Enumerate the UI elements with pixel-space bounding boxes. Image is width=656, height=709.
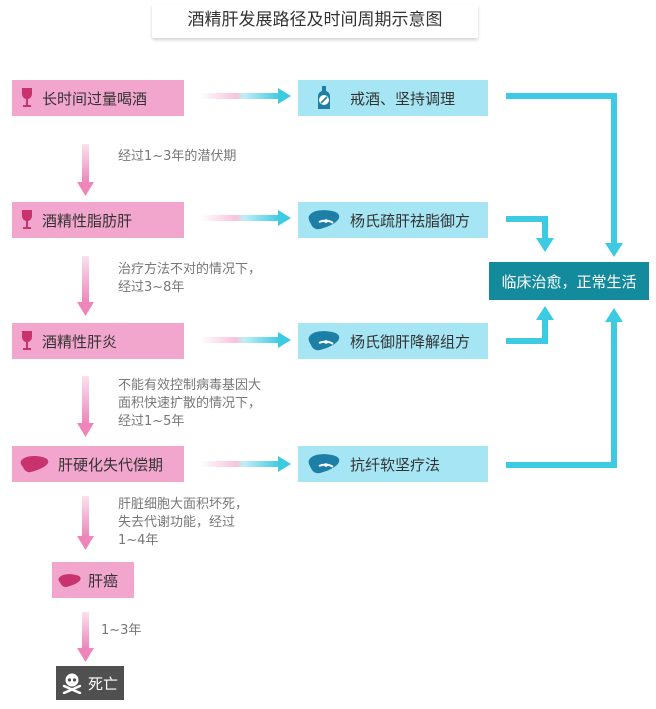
outcome-connector-bottom-inner <box>506 306 554 344</box>
wine-glass-icon <box>12 202 42 238</box>
treatment-arrow-1 <box>200 88 291 104</box>
stage-decompensated-cirrhosis: 肝硬化失代偿期 <box>12 446 184 482</box>
skull-crossbones-icon <box>56 666 88 700</box>
diagram-title: 酒精肝发展路径及时间周期示意图 <box>152 4 478 38</box>
timing-note-2: 治疗方法不对的情况下， 经过3~8年 <box>118 261 261 297</box>
outcome-connector-top-outer <box>506 93 623 257</box>
stage-alcoholic-hepatitis: 酒精性肝炎 <box>12 323 184 359</box>
stage-label: 酒精性脂肪肝 <box>42 211 133 230</box>
stage-long-term-drinking: 长时间过量喝酒 <box>12 80 184 116</box>
timing-note-5: 1~3年 <box>101 622 141 640</box>
liver-icon <box>12 446 58 482</box>
outcome-connector-bottom-outer <box>506 308 623 468</box>
treatment-anti-fibrosis: 抗纤软坚疗法 <box>298 446 488 482</box>
note-line: 1~4年 <box>118 533 159 548</box>
treatment-arrow-3 <box>200 332 291 348</box>
liver-bandage-icon <box>298 323 350 359</box>
treatment-yang-liver-degradation: 杨氏御肝降解组方 <box>298 323 488 359</box>
note-line: 不能有效控制病毒基因大 <box>118 378 262 393</box>
treatment-label: 杨氏疏肝祛脂御方 <box>350 211 471 230</box>
progression-arrow-4 <box>77 496 94 550</box>
note-line: 经过1~3年的潜伏期 <box>118 149 237 164</box>
treatment-label: 杨氏御肝降解组方 <box>350 332 471 351</box>
progression-arrow-1 <box>77 144 94 196</box>
progression-arrow-3 <box>77 376 94 437</box>
liver-bandage-icon <box>298 202 350 238</box>
timing-note-4: 肝脏细胞大面积坏死， 失去代谢功能，经过 1~4年 <box>118 496 248 550</box>
wine-glass-icon <box>12 323 42 359</box>
timing-note-3: 不能有效控制病毒基因大 面积快速扩散的情况下， 经过1~5年 <box>118 377 261 431</box>
stage-liver-cancer: 肝癌 <box>52 562 134 598</box>
progression-arrow-2 <box>77 256 94 316</box>
stage-label: 肝硬化失代偿期 <box>58 455 164 474</box>
stage-alcoholic-fatty-liver: 酒精性脂肪肝 <box>12 202 184 238</box>
liver-icon <box>52 562 88 598</box>
note-line: 面积快速扩散的情况下， <box>118 396 262 411</box>
stage-label: 死亡 <box>88 674 119 693</box>
note-line: 治疗方法不对的情况下， <box>118 262 262 277</box>
wine-glass-icon <box>12 80 42 116</box>
note-line: 经过3~8年 <box>118 280 185 295</box>
note-line: 失去代谢功能，经过 <box>118 515 236 530</box>
stage-label: 长时间过量喝酒 <box>42 89 148 108</box>
treatment-arrow-2 <box>200 210 291 226</box>
treatment-arrow-4 <box>200 456 291 472</box>
note-line: 肝脏细胞大面积坏死， <box>118 497 249 512</box>
outcome-connector-top-inner <box>506 216 554 252</box>
progression-arrow-5 <box>77 612 94 662</box>
note-line: 1~3年 <box>101 623 142 638</box>
liver-bandage-icon <box>298 446 350 482</box>
stage-label: 肝癌 <box>88 571 119 590</box>
no-bottle-icon <box>298 80 350 116</box>
treatment-yang-fat-removal: 杨氏疏肝祛脂御方 <box>298 202 488 238</box>
stage-death: 死亡 <box>56 666 124 700</box>
treatment-quit-drinking: 戒酒、坚持调理 <box>298 80 488 116</box>
stage-label: 酒精性肝炎 <box>42 332 118 351</box>
treatment-label: 抗纤软坚疗法 <box>350 455 441 474</box>
outcome-clinical-cure: 临床治愈，正常生活 <box>489 262 649 300</box>
note-line: 经过1~5年 <box>118 414 185 429</box>
treatment-label: 戒酒、坚持调理 <box>350 89 456 108</box>
timing-note-1: 经过1~3年的潜伏期 <box>118 148 236 166</box>
